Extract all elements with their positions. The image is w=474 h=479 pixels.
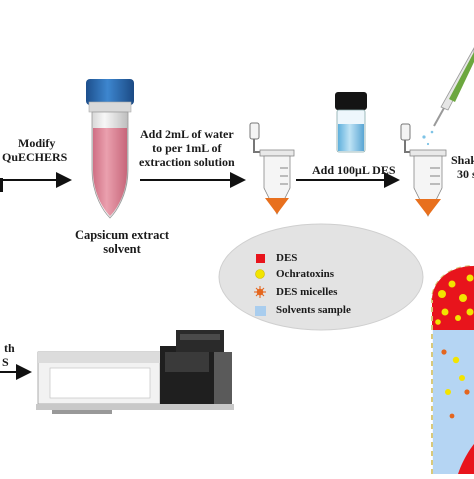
tube-caption-line-1: Capsicum extract — [74, 228, 170, 242]
left-edge-mark — [0, 178, 3, 192]
legend-des-micelles: DES micelles — [276, 286, 338, 298]
bottom-left-line-1: th — [4, 341, 15, 355]
bottom-left-line-2: S — [2, 354, 9, 369]
step-1-line-2: QuECHERS — [2, 149, 68, 164]
legend-box — [218, 223, 424, 331]
micelle-icon — [254, 286, 266, 298]
step-2-line-3: extraction solution — [139, 154, 235, 169]
des-vial — [335, 92, 367, 153]
centrifuge-tube — [86, 79, 134, 219]
step-1-label: Modify QuECHERS — [2, 136, 68, 165]
step-1-line-1: Modify — [18, 136, 56, 150]
lc-instrument — [36, 330, 234, 414]
legend-des: DES — [276, 252, 298, 264]
micro-tube-2 — [400, 123, 447, 217]
blue-square-icon — [255, 306, 266, 316]
tube-caption-line-2: solvent — [103, 242, 141, 257]
bottom-left-label: th S — [2, 341, 15, 370]
tube-liquid — [93, 128, 127, 216]
legend-solvents-sample: Solvents sample — [276, 304, 351, 316]
red-square-icon — [256, 254, 265, 263]
pipette — [433, 47, 474, 127]
legend-ochratoxins: Ochratoxins — [276, 268, 335, 280]
step-2-line-1: Add 2mL of water — [140, 127, 234, 141]
step-2-label: Add 2mL of water to per 1mL of extractio… — [139, 127, 235, 169]
yellow-dot-icon — [255, 269, 265, 279]
des-phase-2 — [415, 199, 441, 216]
step-4-line-2: 30 s — [457, 166, 474, 181]
step-4-line-1: Shak — [451, 153, 474, 167]
step-3-label: Add 100μL DES — [312, 163, 396, 177]
step-2-line-2: to per 1mL of — [152, 140, 222, 155]
step-4-label: Shak 30 s — [451, 153, 474, 182]
tube-caption: Capsicum extract solvent — [72, 228, 172, 257]
tube-cap — [86, 79, 134, 105]
micro-tube-1 — [249, 122, 295, 215]
micelle-zoom-view — [431, 265, 474, 474]
des-phase-1 — [265, 198, 289, 214]
